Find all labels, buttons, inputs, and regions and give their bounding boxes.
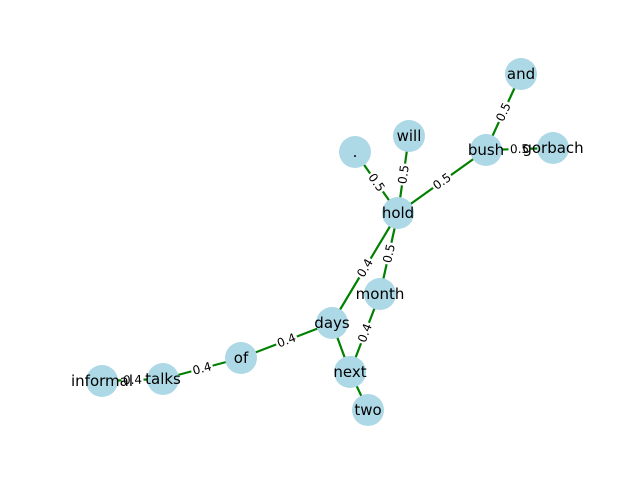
edge-weight-text: 0.5 xyxy=(380,243,398,265)
edge-weight-background xyxy=(378,241,400,266)
node-bush: bush xyxy=(468,134,504,166)
node-circle xyxy=(86,365,118,397)
node-label: bush xyxy=(468,141,504,159)
node-circle xyxy=(334,356,366,388)
edge-weight-background xyxy=(394,162,413,187)
edge-weight-label-hold-days: 0.4 xyxy=(352,254,378,282)
edge-weight-text: 0.4 xyxy=(355,322,375,345)
edge-weight-label-of-talks: 0.4 xyxy=(189,357,215,380)
node-talks: talks xyxy=(145,363,181,395)
node-circle xyxy=(470,134,502,166)
edge-weight-background xyxy=(508,140,531,158)
node-gorbach: gorbach xyxy=(522,132,584,164)
node-label: and xyxy=(507,65,535,83)
node-label: . xyxy=(353,143,358,161)
nodes-layer: and will. bush gorbach hold month days of talksi… xyxy=(71,58,584,426)
node-circle xyxy=(316,307,348,339)
node-label: gorbach xyxy=(522,139,583,157)
node-informal: informal xyxy=(71,365,133,397)
edge-weight-background xyxy=(352,254,378,282)
node-label: informal xyxy=(71,372,133,390)
edge-weight-background xyxy=(363,168,390,197)
node-circle xyxy=(339,136,371,168)
edge-weight-label-hold-dot: 0.5 xyxy=(363,168,390,197)
node-of: of xyxy=(225,342,257,374)
node-circle xyxy=(147,363,179,395)
edge-weight-label-hold-bush: 0.5 xyxy=(428,168,456,195)
edge-weight-text: 0.5 xyxy=(510,142,530,157)
node-circle xyxy=(352,394,384,426)
edges-layer xyxy=(101,73,554,411)
edge-weight-text: 0.4 xyxy=(275,331,298,351)
edge-weight-background xyxy=(491,98,516,126)
edge-weight-background xyxy=(428,168,456,195)
edge-weight-label-days-of: 0.4 xyxy=(273,329,300,352)
edge-weight-text: 0.5 xyxy=(365,171,387,195)
node-circle xyxy=(364,278,396,310)
edge-weight-background xyxy=(121,371,144,389)
edge-weight-text: 0.4 xyxy=(354,256,376,280)
node-and: and xyxy=(505,58,537,90)
node-days: days xyxy=(314,307,350,339)
edge-weight-text: 0.5 xyxy=(430,170,454,192)
node-label: of xyxy=(234,349,249,367)
node-label: two xyxy=(354,401,381,419)
edge-weight-background xyxy=(273,329,300,352)
edge-weight-background xyxy=(353,319,377,347)
edge-weight-text: 0.5 xyxy=(395,164,412,185)
node-next: next xyxy=(333,356,367,388)
node-hold: hold xyxy=(382,197,414,229)
node-label: next xyxy=(333,363,366,381)
edge-labels-layer: 0.50.50.50.50.50.50.40.40.40.40.4 xyxy=(121,98,531,389)
node-dot: . xyxy=(339,136,371,168)
node-two: two xyxy=(352,394,384,426)
node-label: days xyxy=(314,314,350,332)
node-label: talks xyxy=(145,370,181,388)
edge-weight-label-hold-month: 0.5 xyxy=(378,241,400,266)
node-circle xyxy=(225,342,257,374)
edge-weight-label-bush-gorbach: 0.5 xyxy=(508,140,531,158)
edge-weight-background xyxy=(189,357,215,380)
edge-weight-label-talks-informal: 0.4 xyxy=(121,371,144,389)
node-label: month xyxy=(356,285,405,303)
node-label: hold xyxy=(382,204,414,222)
edge-weight-text: 0.4 xyxy=(123,373,143,388)
node-will: will xyxy=(393,120,425,152)
node-circle xyxy=(393,120,425,152)
edge-weight-label-bush-and: 0.5 xyxy=(491,98,516,126)
node-circle xyxy=(505,58,537,90)
edge-weight-label-hold-will: 0.5 xyxy=(394,162,413,187)
node-circle xyxy=(537,132,569,164)
edge-weight-label-month-next: 0.4 xyxy=(353,319,377,347)
node-month: month xyxy=(356,278,405,310)
edge-weight-text: 0.4 xyxy=(191,359,213,377)
node-label: will xyxy=(397,127,422,145)
node-circle xyxy=(382,197,414,229)
